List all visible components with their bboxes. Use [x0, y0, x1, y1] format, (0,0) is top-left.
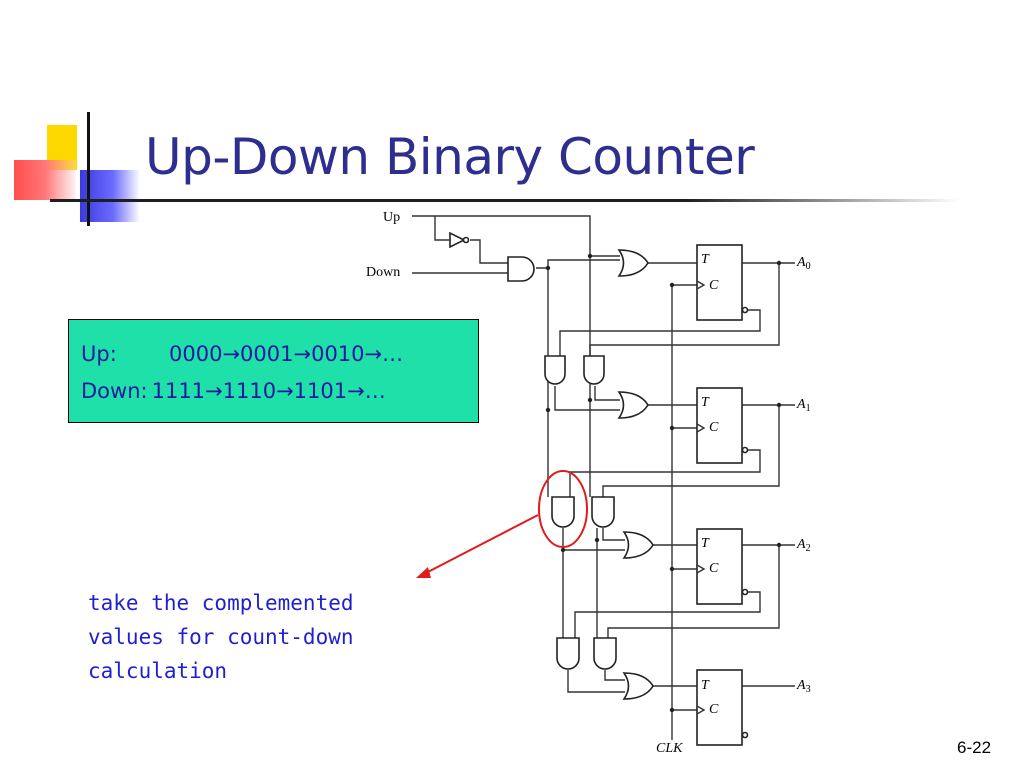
output-a0: A0 — [796, 255, 811, 272]
highlight-circle — [538, 470, 588, 548]
count-sequence-box: Up: 0000→0001→0010→… Down:1111→1110→1101→… — [68, 319, 479, 423]
or-gate-3 — [622, 672, 654, 700]
output-a2: A2 — [796, 537, 811, 554]
svg-text:C: C — [709, 561, 719, 576]
or-gate-2 — [622, 531, 654, 559]
and-gate-1-down — [544, 355, 566, 385]
svg-text:T: T — [701, 395, 710, 410]
annotation-line-3: calculation — [88, 659, 228, 683]
flipflop-2: T C — [696, 528, 749, 605]
annotation-note: take the complemented values for count-d… — [88, 586, 354, 688]
flipflop-1: T C — [696, 387, 749, 464]
svg-text:C: C — [709, 702, 719, 717]
down-label: Down: — [81, 379, 148, 403]
page-title: Up-Down Binary Counter — [145, 128, 755, 186]
output-a1: A1 — [796, 397, 811, 414]
up-sequence-row: Up: 0000→0001→0010→… — [81, 342, 403, 366]
and-gate-3-down — [556, 637, 580, 670]
title-rule — [50, 199, 960, 202]
inverter-bubble — [462, 236, 470, 244]
annotation-arrow-head — [416, 567, 431, 578]
annotation-line-1: take the complemented — [88, 591, 354, 615]
red-square — [14, 160, 76, 200]
svg-text:C: C — [709, 278, 719, 293]
annotation-line-2: values for count-down — [88, 625, 354, 649]
or-gate-0 — [617, 249, 649, 277]
svg-text:T: T — [701, 678, 710, 693]
up-label: Up: — [81, 342, 117, 366]
and-gate-down — [507, 256, 535, 282]
and-gate-1-up — [583, 355, 605, 385]
clk-label: CLK — [656, 741, 683, 756]
svg-text:T: T — [701, 252, 710, 267]
and-gate-2-up — [591, 496, 615, 528]
and-gate-3-up — [593, 637, 617, 670]
and-gate-2-down — [551, 496, 575, 528]
down-sequence-row: Down:1111→1110→1101→… — [81, 379, 386, 403]
down-sequence: 1111→1110→1101→… — [151, 379, 386, 403]
inverter-gate — [449, 231, 466, 249]
flipflop-3: T C — [696, 669, 749, 746]
down-input-label: Down — [366, 265, 400, 280]
annotation-arrow-line — [423, 514, 539, 575]
vertical-bar — [87, 112, 90, 226]
svg-text:T: T — [701, 536, 710, 551]
up-input-label: Up — [383, 210, 400, 225]
up-sequence: 0000→0001→0010→… — [169, 342, 404, 366]
page-number: 6-22 — [957, 738, 992, 757]
output-a3: A3 — [796, 678, 811, 695]
svg-text:C: C — [709, 420, 719, 435]
flipflop-0: T C — [696, 244, 749, 321]
or-gate-1 — [617, 391, 649, 419]
junction-dots — [545, 253, 782, 713]
blue-square — [80, 170, 140, 222]
